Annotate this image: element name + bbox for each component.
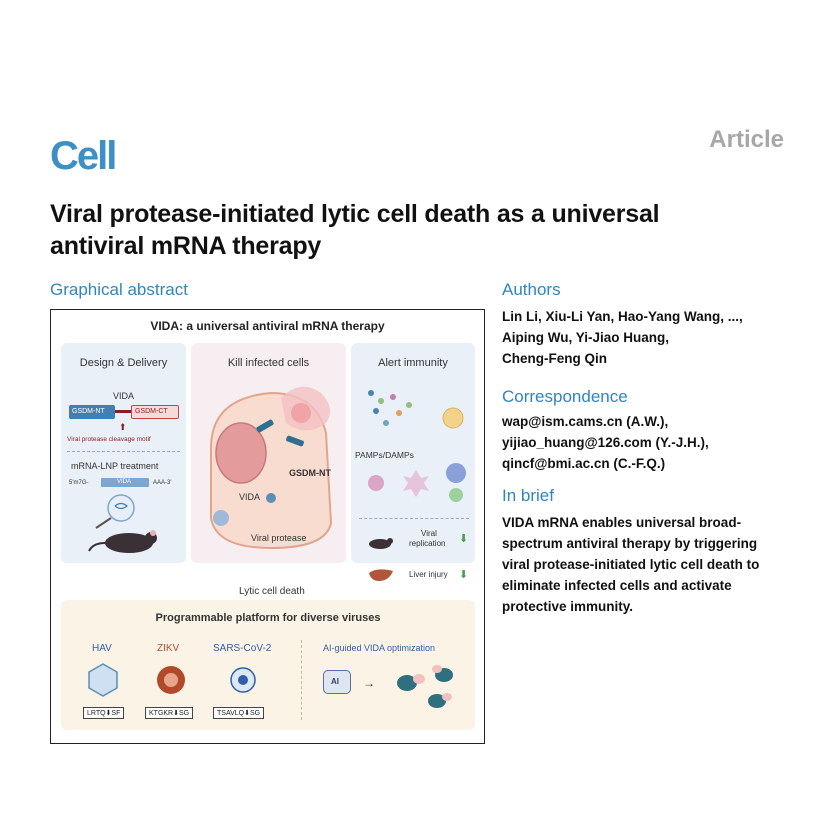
correspondence-line2[interactable]: yijiao_huang@126.com (Y.-J.H.), [502,435,709,450]
graphical-abstract-figure: VIDA: a universal antiviral mRNA therapy… [50,309,485,744]
ai-chip-label: AI [331,677,339,686]
motif-zikv: KTGKR⬇SG [145,707,194,719]
mrna-vida-label: VIDA [117,479,132,485]
motif-sars: TSAVLQ⬇SG [213,707,265,719]
in-brief-line1: VIDA mRNA enables universal broad- [502,515,742,530]
mrna-5prime-label: 5'm7G- [69,480,89,486]
platform-divider [301,640,302,720]
authors-heading: Authors [502,280,561,299]
design-delivery-title: Design & Delivery [79,357,168,369]
ai-optimization-label: AI-guided VIDA optimization [323,643,436,653]
mrna-vida-block [101,478,149,487]
graphical-abstract-heading: Graphical abstract [50,280,188,299]
alert-immunity-title: Alert immunity [378,357,448,369]
lytic-cell-illustration [210,386,333,550]
alert-divider [359,518,469,519]
paper-title-line1: Viral protease-initiated lytic cell deat… [50,200,660,228]
immune-cells-illustration [368,390,466,502]
gsdm-nt-label: GSDM-NT [72,408,105,415]
vida-construct-label: VIDA [113,391,135,401]
in-brief-line4: eliminate infected cells and activate [502,578,732,593]
in-brief-heading: In brief [502,486,554,505]
panel-divider [67,451,180,452]
gsdm-nt-block [69,405,115,419]
virus-particles-illustration [88,663,256,697]
mouse-icon [369,538,393,549]
motif-hav: LRTQ⬇SF [83,707,125,719]
lytic-death-label: Lytic cell death [239,586,305,597]
paper-title-line2: antiviral mRNA therapy [50,232,322,260]
platform-panel: Programmable platform for diverse viruse… [61,600,475,730]
paper-title: Viral protease-initiated lytic cell deat… [50,198,810,262]
mrna-polyA-label: AAA-3' [153,480,172,486]
kill-cells-title: Kill infected cells [227,357,310,369]
kill-cells-panel: Kill infected cells GSDM-NT VIDA Viral p… [191,343,346,597]
viral-replication-line2: replication [409,539,446,548]
virus-name-zikv: ZIKV [157,643,180,654]
cleavage-motif-label: Viral protease cleavage motif [67,436,151,443]
in-brief-line3: viral protease-initiated lytic cell deat… [502,557,760,572]
virus-name-sars: SARS-CoV-2 [213,643,272,654]
lnp-mouse-illustration [88,494,157,553]
gsdm-ct-label: GSDM-CT [135,408,168,415]
viral-replication-line1: Viral [421,529,437,538]
ga-main-title: VIDA: a universal antiviral mRNA therapy [150,319,385,333]
viral-protease-label: Viral protease [251,533,307,543]
article-type-label: Article [709,126,784,153]
in-brief-text: VIDA mRNA enables universal broad- spect… [502,512,802,617]
correspondence-line1[interactable]: wap@ism.cams.cn (A.W.), [502,414,669,429]
protein-structure-illustration [397,665,453,708]
correspondence-line3[interactable]: qincf@bmi.ac.cn (C.-F.Q.) [502,456,666,471]
vida-kill-label: VIDA [239,492,261,502]
ai-chip-icon [323,670,351,694]
virus-name-hav: HAV [92,643,112,654]
gsdm-nt-kill-label: GSDM-NT [289,468,331,478]
correspondence-heading: Correspondence [502,387,628,406]
authors-line3: Cheng-Feng Qin [502,351,607,366]
lnp-treatment-label: mRNA-LNP treatment [71,461,159,471]
down-arrow-icon-2: ⬇ [459,569,469,581]
pamps-label: PAMPs/DAMPs [355,450,414,460]
liver-injury-label: Liver injury [409,570,448,579]
in-brief-line2: spectrum antiviral therapy by triggering [502,536,758,551]
cleavage-linker [115,410,131,413]
liver-icon [369,569,393,581]
correspondence-list: wap@ism.cams.cn (A.W.), yijiao_huang@126… [502,411,802,474]
journal-logo: Cell [50,134,117,178]
authors-line2: Aiping Wu, Yi-Jiao Huang, [502,330,670,345]
platform-title: Programmable platform for diverse viruse… [155,612,381,624]
in-brief-line5: protective immunity. [502,599,634,614]
authors-list: Lin Li, Xiu-Li Yan, Hao-Yang Wang, ..., … [502,306,802,369]
right-arrow-icon: → [363,676,375,690]
gsdm-ct-block [131,405,179,419]
design-delivery-panel: Design & Delivery VIDA GSDM-NT GSDM-CT ⬆… [61,343,186,563]
up-arrow-icon: ⬆ [119,422,127,432]
down-arrow-icon: ⬇ [459,533,469,545]
alert-immunity-panel: Alert immunity PAMPs/DAMPs Viral replica… [351,343,475,581]
authors-line1: Lin Li, Xiu-Li Yan, Hao-Yang Wang, ..., [502,309,743,324]
